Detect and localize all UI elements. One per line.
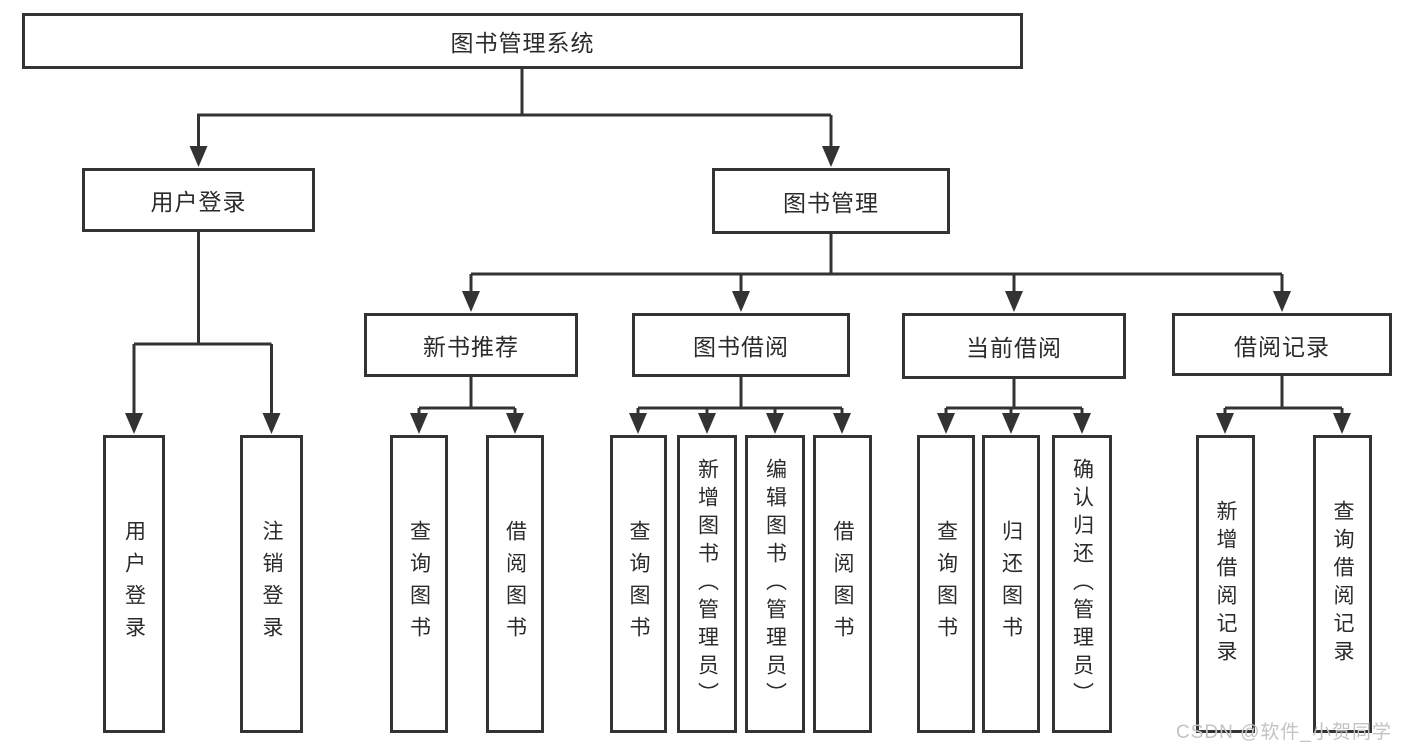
arrow-down-icon [1333,413,1351,434]
arrow-down-icon [262,413,281,434]
node-label: 图书借阅 [693,334,789,360]
node-edit-book-admin: 编辑图书（管理员） [745,435,805,733]
node-query-borrow-record: 查询借阅记录 [1313,435,1372,733]
arrow-down-icon [1273,291,1291,312]
node-add-book-admin: 新增图书（管理员） [677,435,737,733]
node-query-book-current: 查询图书 [917,435,975,733]
node-confirm-return-admin: 确认归还（管理员） [1052,435,1112,733]
arrow-down-icon [1216,413,1234,434]
connector-lines [132,69,1344,416]
arrow-down-icon [698,413,716,434]
node-label: 当前借阅 [966,335,1062,361]
node-label: 图书管理 [783,190,879,216]
node-new-book-recommend: 新书推荐 [364,313,578,377]
arrow-down-icon [506,413,524,434]
node-label: 借阅图书 [831,520,854,648]
arrowheads [125,146,1351,434]
arrow-down-icon [125,413,143,434]
arrow-down-icon [822,146,840,167]
node-query-book-recommend: 查询图书 [390,435,448,733]
arrow-down-icon [1002,413,1020,434]
node-book-borrow: 图书借阅 [632,313,850,377]
node-label: 借阅图书 [503,520,527,648]
arrow-down-icon [766,413,784,434]
node-borrow-records: 借阅记录 [1172,313,1392,376]
node-label: 查询图书 [627,520,650,648]
arrow-down-icon [937,413,955,434]
node-label: 确认归还（管理员） [1070,458,1094,710]
node-label: 新书推荐 [423,334,519,360]
node-label: 编辑图书（管理员） [763,458,787,710]
node-borrow-book-recommend: 借阅图书 [486,435,544,733]
arrow-down-icon [833,413,851,434]
node-label: 用户登录 [150,189,247,215]
arrow-down-icon [189,146,208,167]
node-label: 新增借阅记录 [1214,500,1237,668]
arrow-down-icon [462,291,480,312]
node-add-borrow-record: 新增借阅记录 [1196,435,1255,733]
node-user-login: 用户登录 [82,168,315,232]
node-query-book-borrow: 查询图书 [610,435,667,733]
node-system-root: 图书管理系统 [22,13,1023,69]
node-borrow-book: 借阅图书 [813,435,872,733]
node-label: 图书管理系统 [450,30,595,56]
arrow-down-icon [1005,291,1023,312]
node-label: 归还图书 [999,520,1023,648]
arrow-down-icon [732,291,750,312]
arrow-down-icon [410,413,428,434]
node-logout: 注销登录 [240,435,303,733]
arrow-down-icon [629,413,647,434]
node-label: 注销登录 [260,520,283,648]
node-current-borrow: 当前借阅 [902,313,1126,379]
arrow-down-icon [1073,413,1091,434]
node-label: 查询借阅记录 [1331,500,1354,668]
node-return-book: 归还图书 [982,435,1040,733]
csdn-watermark: CSDN @软件_小贺同学 [1176,722,1392,743]
node-user-login-leaf: 用户登录 [103,435,165,733]
node-label: 用户登录 [122,520,146,648]
node-label: 查询图书 [407,520,431,648]
node-book-management: 图书管理 [712,168,950,234]
node-label: 借阅记录 [1234,333,1330,360]
node-label: 新增图书（管理员） [695,458,719,710]
node-label: 查询图书 [934,520,958,648]
